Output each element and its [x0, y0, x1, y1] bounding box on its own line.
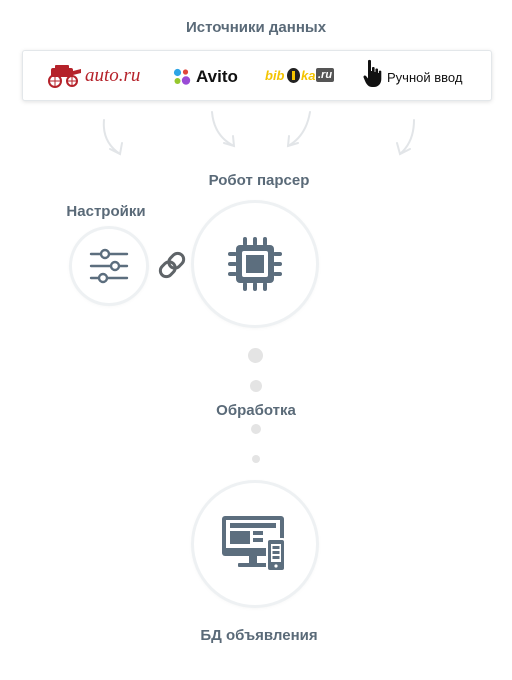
arrow-avito [211, 111, 235, 147]
db-node[interactable] [194, 483, 316, 605]
flow-dot-2 [250, 380, 262, 392]
monitor-phone-icon [222, 516, 286, 572]
bibika-text-start: bib [265, 68, 285, 83]
avito-text: Avito [196, 67, 238, 86]
avito-logo[interactable]: Avito [173, 67, 245, 89]
cpu-chip-icon [228, 237, 282, 291]
parser-node[interactable] [194, 203, 316, 325]
sources-heading: Источники данных [185, 19, 327, 36]
data-sources-panel: auto.ru Avito bib ka .ru Ручной ввод [22, 50, 492, 101]
bibika-suffix: .ru [316, 68, 335, 82]
flow-dot-1 [248, 348, 263, 363]
chain-link-icon [158, 251, 186, 279]
manual-input-text: Ручной ввод [387, 70, 463, 85]
hand-pointer-icon [363, 59, 382, 87]
db-heading: БД объявления [200, 627, 318, 644]
parser-heading: Робот парсер [208, 172, 310, 189]
processing-heading: Обработка [216, 402, 296, 419]
settings-node[interactable] [72, 229, 146, 303]
arrowhead-manual [396, 142, 411, 156]
bibika-text-end: ka [301, 68, 316, 83]
flow-dot-3 [251, 424, 261, 434]
manual-input-source[interactable]: Ручной ввод [363, 59, 479, 91]
sliders-icon [89, 248, 129, 284]
arrow-bibika [287, 111, 311, 147]
arrowhead-autoru [109, 142, 123, 156]
autoru-text: auto.ru [85, 65, 141, 86]
bibika-logo[interactable]: bib ka .ru [265, 68, 337, 86]
flow-dot-4 [252, 455, 260, 463]
arrow-manual [399, 119, 415, 155]
arrowhead-avito [223, 135, 236, 148]
bibika-i-badge [287, 68, 300, 83]
carriage-icon [48, 65, 81, 88]
avito-dots-icon [173, 68, 191, 85]
autoru-logo[interactable]: auto.ru [45, 63, 145, 89]
settings-heading: Настройки [66, 203, 146, 220]
arrowhead-bibika [286, 135, 299, 148]
